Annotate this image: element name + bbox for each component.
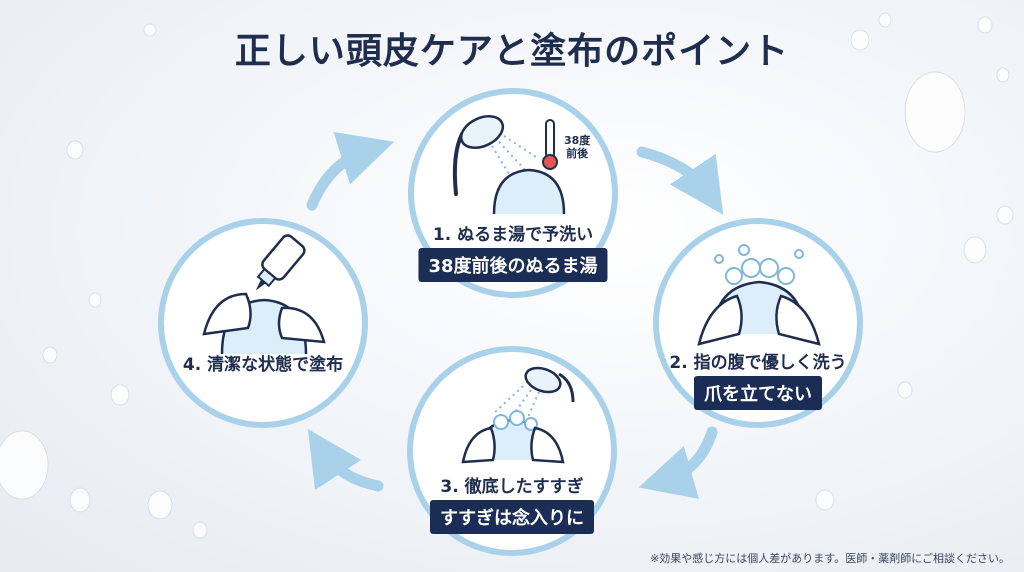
thermometer-line2: 前後: [566, 147, 589, 160]
step-2-tag: 爪を立てない: [694, 376, 822, 410]
step-4-label: 4. 清潔な状態で塗布: [182, 355, 344, 375]
step-4-circle: 4. 清潔な状態で塗布: [158, 218, 368, 428]
shower-head-icon: [452, 115, 566, 215]
step-1-label: 1. ぬるま湯で予洗い: [432, 225, 594, 245]
hands-washing-hair-icon: [697, 244, 821, 346]
thermometer-line1: 38度: [564, 134, 591, 147]
step-3-label: 3. 徹底したすすぎ: [440, 477, 584, 497]
step-2-circle: 2. 指の腹で優しく洗う 爪を立てない: [653, 218, 863, 428]
step-1-tag: 38度前後のぬるま湯: [418, 248, 608, 282]
arrow-step1-to-step2: [636, 146, 724, 215]
shower-rinse-icon: [461, 366, 575, 464]
step-1-circle: 38度 前後 1. ぬるま湯で予洗い 38度前後のぬるま湯: [408, 88, 618, 298]
arrow-step2-to-step3: [638, 426, 718, 499]
arrow-step4-to-step1: [306, 132, 395, 211]
dropper-bottle-icon: [202, 234, 326, 355]
step-2-label: 2. 指の腹で優しく洗う: [669, 353, 847, 373]
page-title: 正しい頭皮ケアと塗布のポイント: [234, 31, 790, 72]
footnote: ※効果や感じ方には個人差があります。医師・薬剤師にご相談ください。: [650, 552, 1010, 565]
step-3-circle: 3. 徹底したすすぎ すすぎは念入りに: [407, 346, 617, 556]
step-3-tag: すすぎは念入りに: [430, 500, 594, 534]
arrow-step3-to-step4: [307, 428, 384, 492]
thermometer-label: 38度 前後: [564, 134, 590, 160]
